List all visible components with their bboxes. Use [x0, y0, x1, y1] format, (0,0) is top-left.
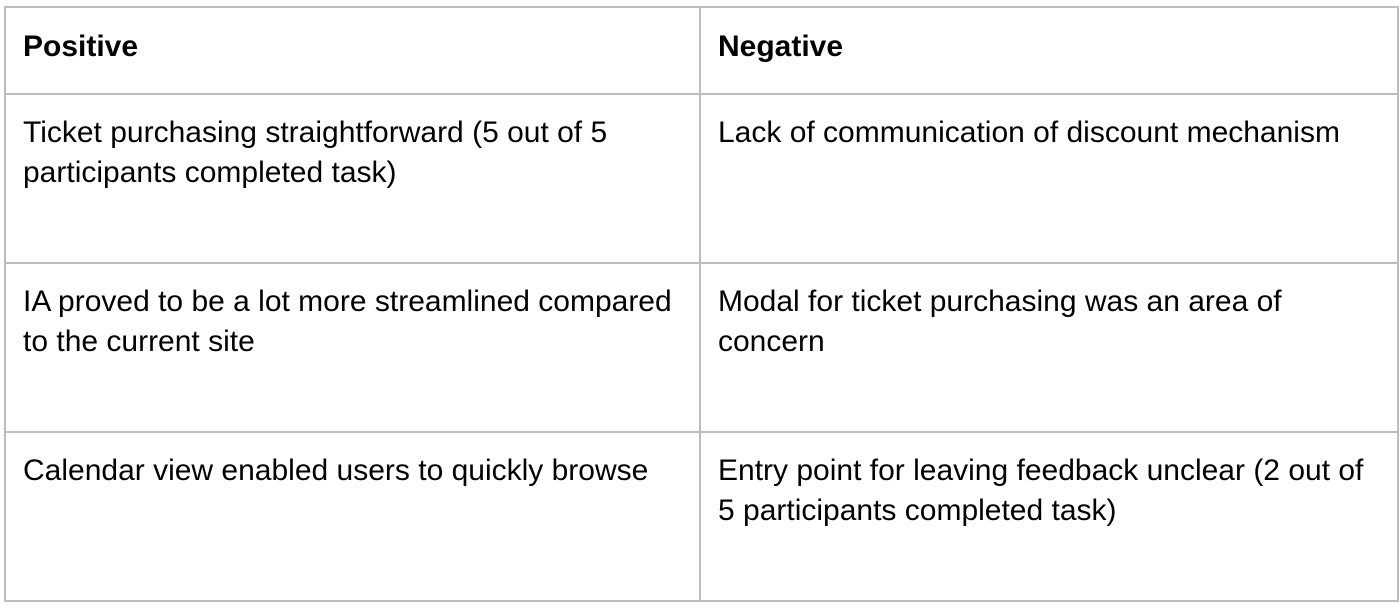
table-row: Ticket purchasing straightforward (5 out… — [4, 93, 1399, 264]
header-cell-positive: Positive — [4, 6, 701, 95]
table-cell-negative: Lack of communication of discount mechan… — [699, 93, 1399, 264]
cell-text: Entry point for leaving feedback unclear… — [718, 454, 1364, 527]
cell-text: Modal for ticket purchasing was an area … — [718, 285, 1282, 358]
header-label-negative: Negative — [718, 30, 844, 63]
header-cell-negative: Negative — [699, 6, 1399, 95]
cell-text: Ticket purchasing straightforward (5 out… — [23, 116, 608, 189]
table-cell-positive: Calendar view enabled users to quickly b… — [4, 431, 701, 602]
table-cell-negative: Entry point for leaving feedback unclear… — [699, 431, 1399, 602]
header-label-positive: Positive — [23, 30, 139, 63]
table-cell-negative: Modal for ticket purchasing was an area … — [699, 262, 1399, 433]
table-row: IA proved to be a lot more streamlined c… — [4, 262, 1399, 433]
table-cell-positive: Ticket purchasing straightforward (5 out… — [4, 93, 701, 264]
cell-text: Calendar view enabled users to quickly b… — [23, 454, 649, 487]
cell-text: Lack of communication of discount mechan… — [718, 116, 1340, 149]
findings-table: Positive Negative Ticket purchasing stra… — [4, 6, 1399, 602]
table-cell-positive: IA proved to be a lot more streamlined c… — [4, 262, 701, 433]
cell-text: IA proved to be a lot more streamlined c… — [23, 285, 672, 358]
table-row: Calendar view enabled users to quickly b… — [4, 431, 1399, 602]
table-header-row: Positive Negative — [4, 6, 1399, 95]
